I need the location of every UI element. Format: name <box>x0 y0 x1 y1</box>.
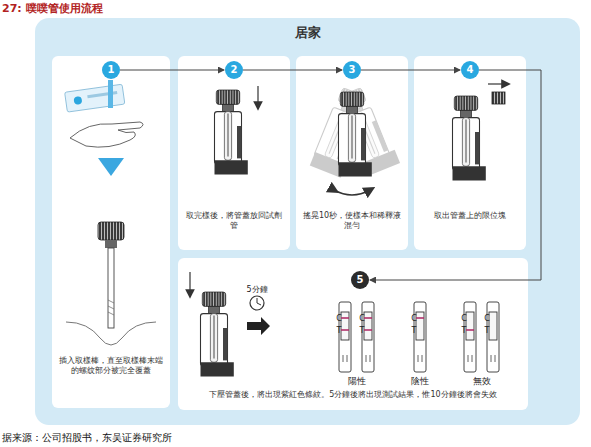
strip-marker: C <box>411 314 417 323</box>
strip-marker: C <box>484 314 490 323</box>
step-panel-fill <box>52 56 170 408</box>
step-number-text: 4 <box>461 61 479 79</box>
step-number: 2 <box>225 61 243 79</box>
step-panel-fill <box>296 56 408 250</box>
step-panel: 下壓管蓋後，將出現紫紅色條紋。5分鐘後將出現測試結果，惟10分鐘後將會失效 5 <box>178 258 528 410</box>
step-number: 1 <box>102 61 120 79</box>
scene-title: 居家 <box>35 25 580 41</box>
step-caption: 下壓管蓋後，將出現紫紅色條紋。5分鐘後將出現測試結果，惟10分鐘後將會失效 <box>183 390 523 400</box>
strip-marker: C <box>461 314 467 323</box>
strip-marker: T <box>337 326 342 335</box>
result-label: 無效 <box>473 375 491 388</box>
flow-arrow <box>361 70 460 71</box>
step-panel: 插入取樣棒，直至取樣棒末端的螺纹部分被完全覆蓋 1 <box>52 56 170 408</box>
step-number-text: 1 <box>102 61 120 79</box>
strip-marker: T <box>485 326 490 335</box>
result-label: 陰性 <box>411 375 429 388</box>
flow-arrow <box>243 70 342 71</box>
source-caption: 据来源：公司招股书，东吴证券研究所 <box>2 431 172 445</box>
strip-marker: T <box>360 326 365 335</box>
strip-marker: T <box>412 326 417 335</box>
flow-arrow <box>120 70 224 71</box>
step-panel-fill <box>178 258 528 410</box>
step-number-text: 5 <box>351 271 369 289</box>
step-caption: 取完樣後，將管蓋放回試劑管 <box>183 211 285 231</box>
strip-marker: T <box>462 326 467 335</box>
result-label: 5分鐘 <box>246 284 267 295</box>
figure-title: 27: 噗噗管使用流程 <box>2 1 103 16</box>
step-caption: 插入取樣棒，直至取樣棒末端的螺纹部分被完全覆蓋 <box>58 356 164 376</box>
step-panel-fill <box>414 56 526 250</box>
strip-marker: C <box>336 314 342 323</box>
step-panel: 取出管蓋上的限位塊 4 <box>414 56 526 250</box>
step-caption: 搖晃10秒，使樣本和稀釋液混勻 <box>301 211 403 231</box>
step-number-text: 3 <box>343 61 361 79</box>
step-number-text: 2 <box>225 61 243 79</box>
step-number: 5 <box>351 271 369 289</box>
flow-arrow <box>370 70 541 280</box>
step-panel: 搖晃10秒，使樣本和稀釋液混勻 3 <box>296 56 408 250</box>
scene-panel-fill <box>35 18 580 425</box>
step-number: 3 <box>343 61 361 79</box>
scene-panel: 居家插入取樣棒，直至取樣棒末端的螺纹部分被完全覆蓋 1 取完樣後，將管蓋放回試劑管 2… <box>35 18 580 425</box>
step-number: 4 <box>461 61 479 79</box>
step-panel: 取完樣後，將管蓋放回試劑管 2 <box>178 56 290 250</box>
strip-marker: C <box>359 314 365 323</box>
step-caption: 取出管蓋上的限位塊 <box>419 211 521 221</box>
step-panel-fill <box>178 56 290 250</box>
result-label: 陽性 <box>348 375 366 388</box>
